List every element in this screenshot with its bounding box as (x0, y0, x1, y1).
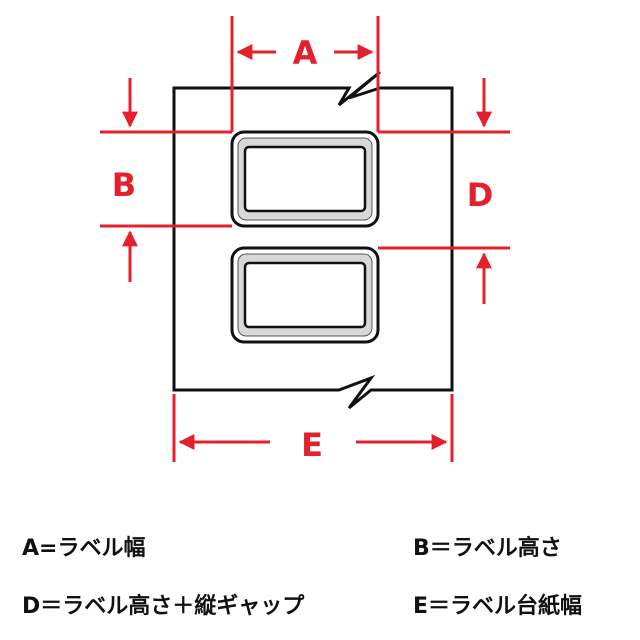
dimension-letter-a: A (293, 34, 318, 72)
label-dimension-diagram: A B D E (100, 16, 510, 464)
dimension-letter-d: D (467, 176, 494, 214)
label-top (230, 130, 380, 228)
legend-a: A=ラベル幅 (22, 536, 146, 561)
legend-e: E＝ラベル台紙幅 (413, 594, 583, 619)
dimension-b (100, 78, 232, 282)
dimension-d (378, 78, 510, 304)
label-bottom (230, 246, 380, 344)
dimension-letter-e: E (301, 426, 323, 464)
legend-d: D＝ラベル高さ＋縦ギャップ (22, 594, 305, 619)
dimension-letter-b: B (112, 166, 136, 204)
liner-outline (172, 70, 454, 410)
dimension-a (230, 16, 380, 132)
dimension-e (172, 394, 454, 462)
legend-b: B＝ラベル高さ (413, 536, 562, 561)
